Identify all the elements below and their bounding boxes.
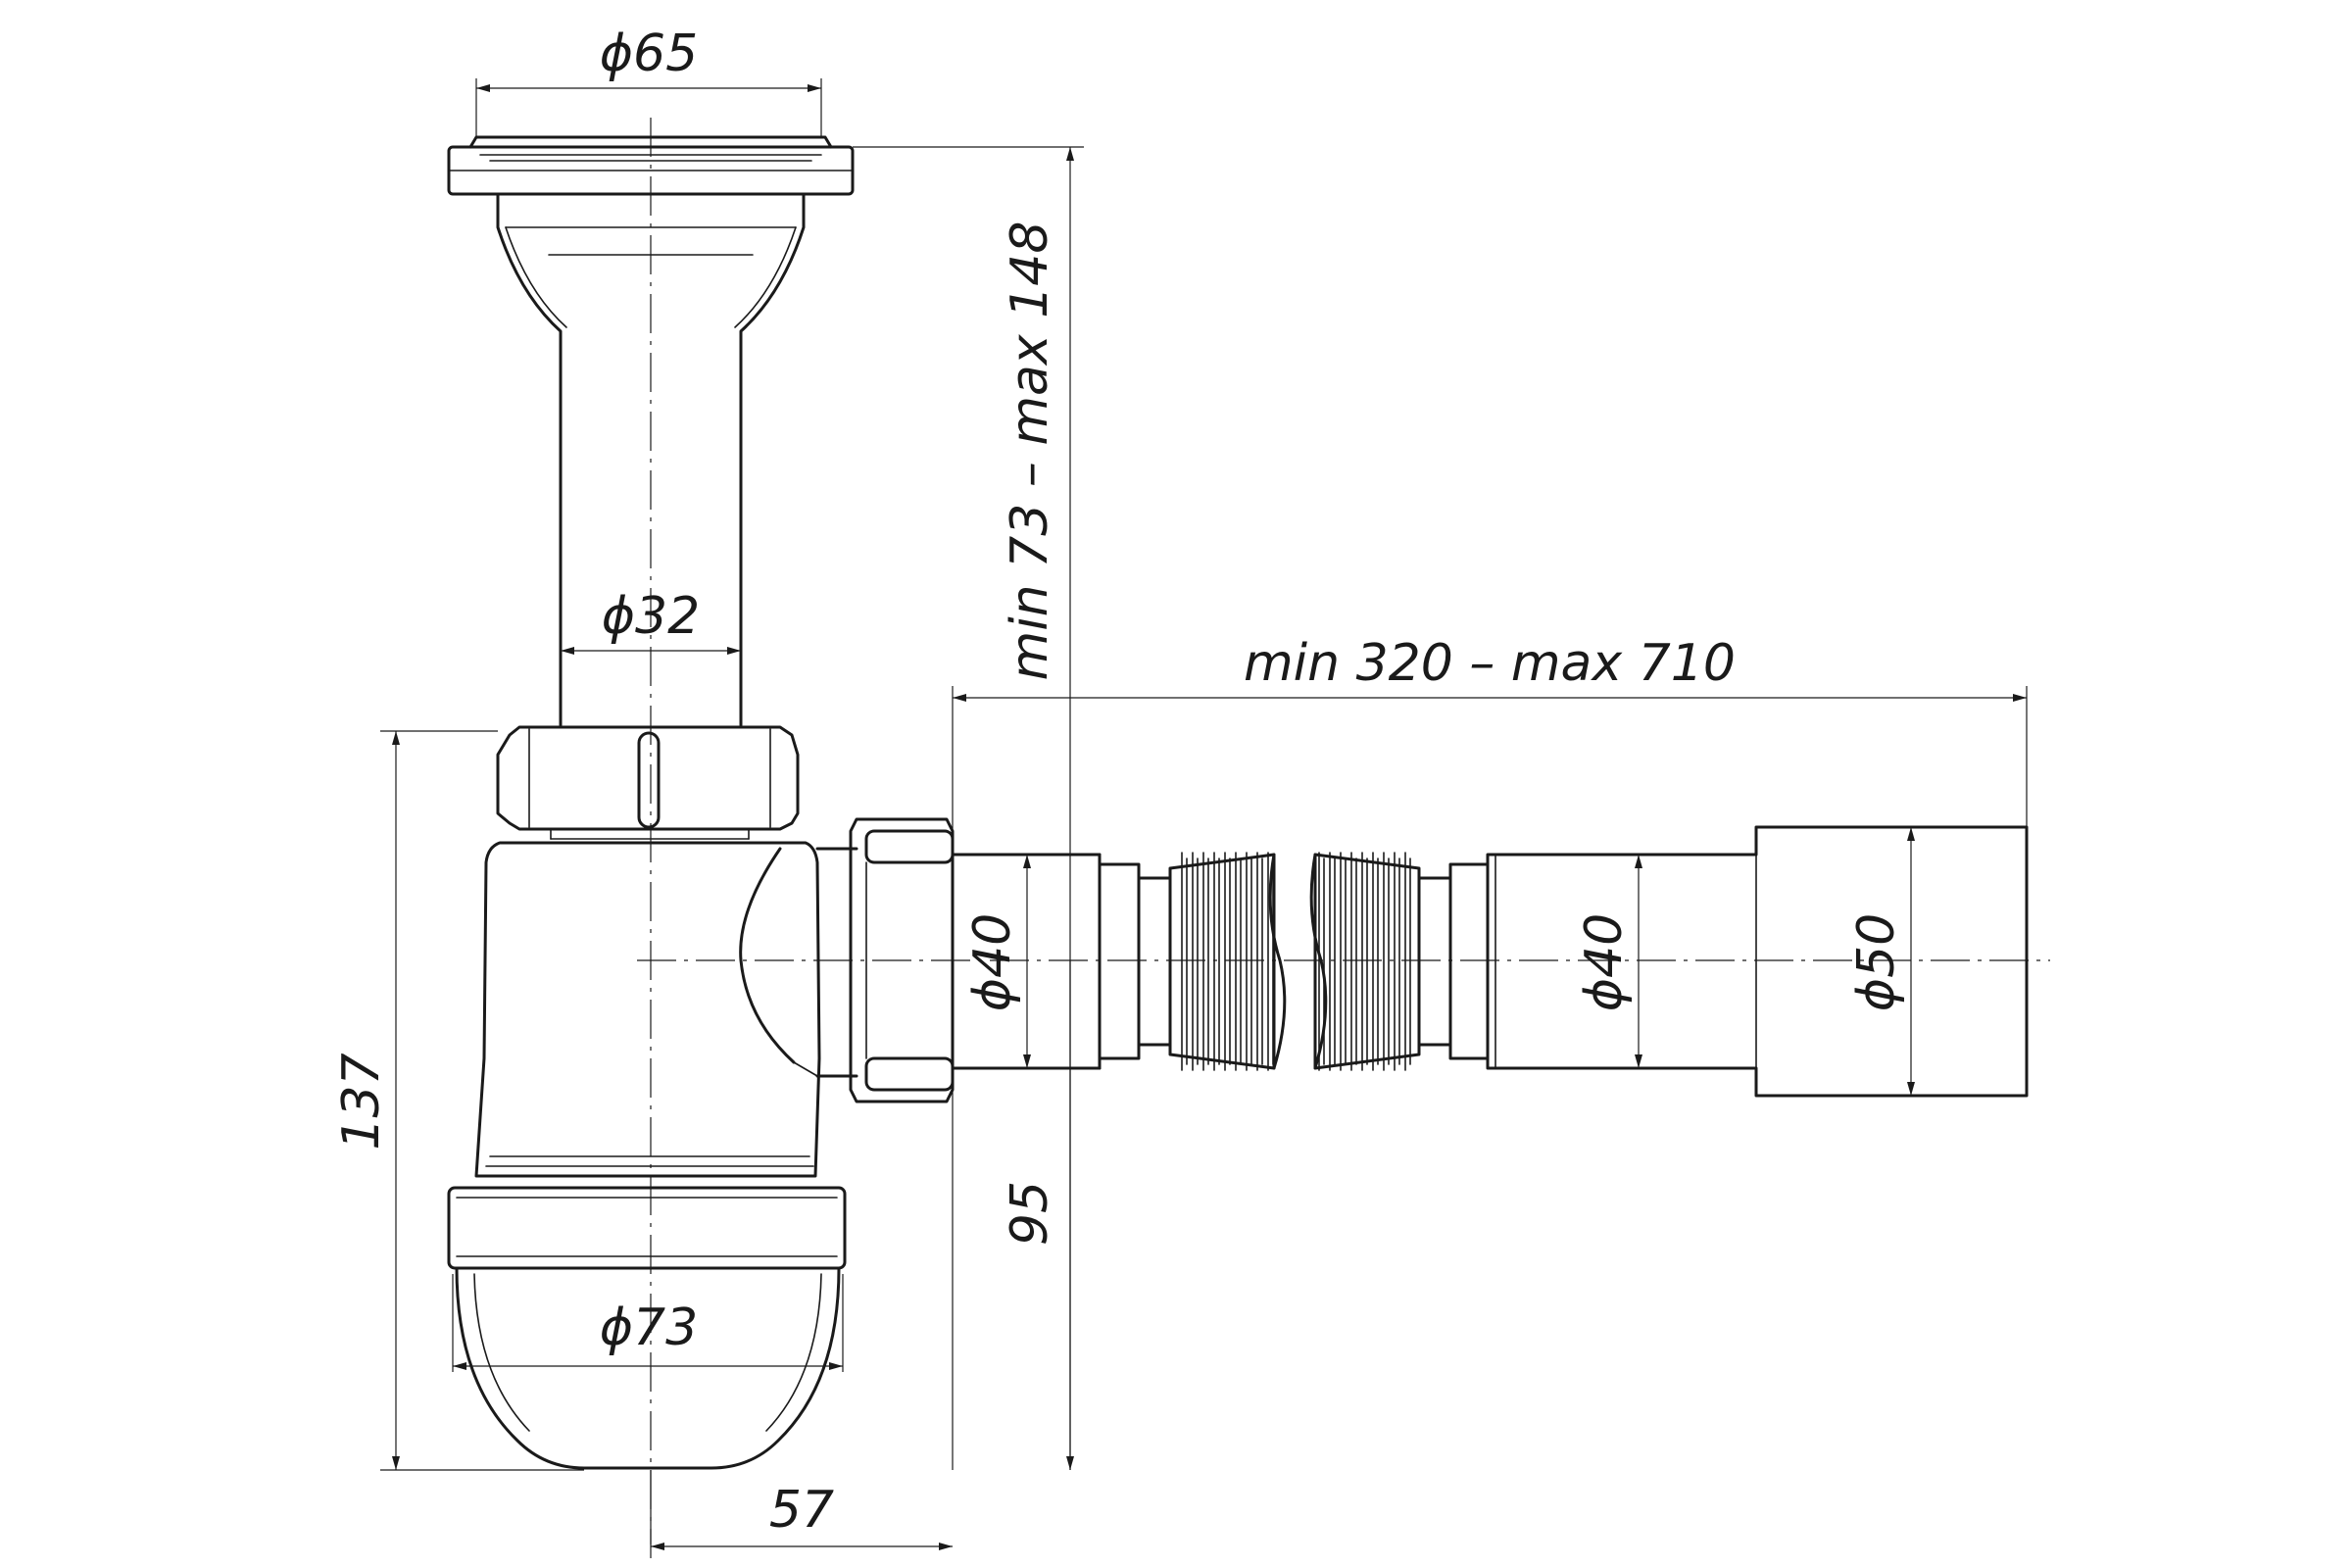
inlet-diameter-label: ϕ65 bbox=[600, 24, 698, 83]
union-nut-top bbox=[496, 725, 800, 840]
offset-label: 57 bbox=[769, 1481, 834, 1540]
outlet-diameter-2-label: ϕ40 bbox=[1575, 913, 1634, 1011]
corrugated-hose bbox=[1168, 852, 1421, 1071]
height-range-label: min 73 – max 148 bbox=[1001, 221, 1059, 681]
dimension-labels: ϕ65 ϕ32 min 73 – max 148 min 320 – max 7… bbox=[332, 24, 1906, 1540]
bowl-height-label: 137 bbox=[332, 1053, 391, 1150]
length-range-label: min 320 – max 710 bbox=[1244, 634, 1736, 693]
bowl-ring bbox=[447, 1186, 847, 1270]
outlet-height-label: 95 bbox=[1001, 1181, 1059, 1246]
outlet-diameter-1-label: ϕ40 bbox=[963, 913, 1022, 1011]
center-lines bbox=[637, 118, 2050, 1544]
siphon-bowl bbox=[474, 841, 858, 1178]
outlet-diameter-3-label: ϕ50 bbox=[1847, 913, 1906, 1011]
tube-diameter-label: ϕ32 bbox=[602, 587, 700, 646]
funnel-neck bbox=[496, 192, 806, 727]
hose-end-fitting bbox=[1417, 825, 2029, 1098]
bowl-diameter-label: ϕ73 bbox=[600, 1298, 698, 1357]
dimension-lines bbox=[380, 78, 2028, 1558]
